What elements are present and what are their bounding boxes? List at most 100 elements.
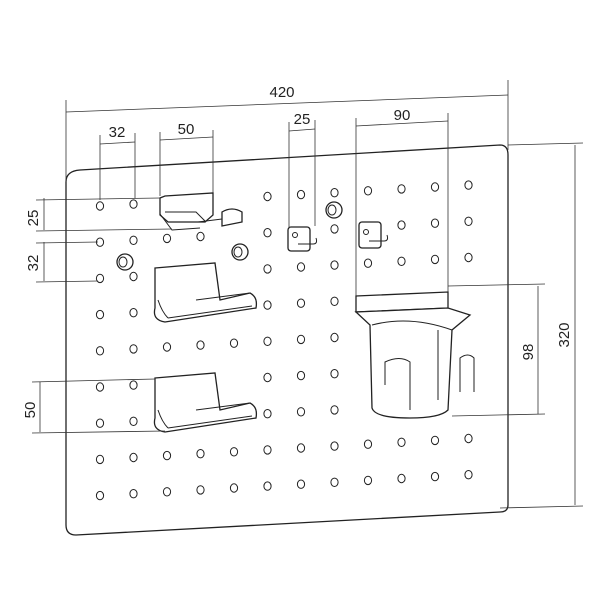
peg-hole bbox=[296, 370, 306, 381]
dimension-hook-spacing: 25 bbox=[288, 111, 316, 228]
peg-hole bbox=[296, 298, 306, 308]
peg-hole bbox=[430, 218, 440, 228]
peg-hole bbox=[363, 186, 373, 196]
peg-hole bbox=[263, 191, 272, 202]
dimension-shelf-height: 50 bbox=[22, 378, 166, 434]
hook-right bbox=[358, 221, 389, 249]
peg-hole bbox=[464, 216, 473, 227]
peg-hole bbox=[263, 409, 272, 419]
label-cup-width: 90 bbox=[394, 107, 411, 124]
peg-hole bbox=[95, 382, 105, 392]
peg-hole bbox=[95, 346, 105, 356]
peg-hole bbox=[162, 233, 172, 244]
peg-hole bbox=[397, 184, 406, 194]
peg-hole bbox=[330, 405, 339, 415]
peg-hole bbox=[95, 273, 105, 284]
label-hook-spacing: 25 bbox=[294, 111, 311, 128]
peg-hole bbox=[397, 256, 406, 266]
dimension-overall-height: 320 bbox=[499, 142, 584, 509]
peg-hole bbox=[129, 380, 138, 390]
peg-hole bbox=[296, 479, 306, 489]
dimension-cup-width: 90 bbox=[355, 107, 449, 296]
peg-hole bbox=[129, 235, 138, 246]
peg-hole bbox=[296, 189, 306, 200]
dimension-overall-width: 420 bbox=[65, 80, 509, 182]
peg-hole bbox=[263, 481, 272, 491]
dimension-hole-pitch-v: 32 bbox=[25, 241, 99, 283]
peg-hole bbox=[129, 344, 138, 354]
peg-hole bbox=[296, 262, 306, 272]
peg-hole bbox=[330, 369, 339, 379]
shelf-upper bbox=[153, 262, 258, 323]
peg-hole bbox=[263, 445, 272, 455]
cup-holder bbox=[354, 291, 475, 419]
peg-hole-grid bbox=[95, 180, 473, 501]
peg-hole bbox=[464, 433, 473, 444]
peg-hole bbox=[263, 300, 272, 310]
peg-hole bbox=[330, 441, 339, 451]
peg-hole bbox=[129, 452, 138, 463]
peg-hole bbox=[330, 477, 339, 487]
peg-hole bbox=[229, 483, 239, 493]
peg-hole bbox=[129, 416, 138, 426]
dimension-cup-height: 98 bbox=[447, 283, 546, 417]
peg-hole bbox=[95, 201, 105, 211]
peg-hole bbox=[229, 338, 239, 348]
peg-hole bbox=[397, 473, 406, 484]
peg-knob-1 bbox=[116, 253, 134, 271]
label-overall-width: 420 bbox=[269, 84, 294, 101]
peg-hole bbox=[196, 231, 205, 242]
peg-hole bbox=[263, 372, 272, 383]
peg-hole bbox=[330, 260, 339, 270]
peg-hole bbox=[263, 228, 272, 238]
peg-hole bbox=[196, 485, 205, 495]
label-overall-height: 320 bbox=[556, 322, 573, 347]
peg-hole bbox=[464, 180, 473, 190]
peg-hole bbox=[95, 454, 105, 465]
dimension-holder-height: 25 bbox=[25, 197, 173, 232]
peg-hole bbox=[129, 308, 138, 318]
peg-hole bbox=[330, 332, 339, 343]
pegboard-panel bbox=[65, 144, 509, 536]
label-hole-pitch-h: 32 bbox=[109, 124, 126, 141]
peg-hole bbox=[229, 447, 239, 457]
hook-left bbox=[287, 226, 318, 252]
label-hole-pitch-v: 32 bbox=[25, 255, 42, 272]
peg-hole bbox=[464, 470, 473, 480]
dimension-hole-pitch-h: 32 bbox=[99, 124, 136, 200]
peg-hole bbox=[263, 264, 272, 274]
label-shelf-height: 50 bbox=[22, 402, 39, 419]
dimension-shelf-width: 50 bbox=[159, 121, 214, 196]
peg-hole bbox=[263, 336, 272, 346]
peg-hole bbox=[296, 407, 306, 417]
label-shelf-width: 50 bbox=[178, 121, 195, 138]
peg-hole bbox=[162, 342, 172, 352]
peg-hole bbox=[430, 471, 440, 482]
peg-knob-3 bbox=[325, 201, 343, 219]
peg-hole bbox=[330, 224, 339, 234]
peg-hole bbox=[363, 475, 373, 486]
wire-holder-top bbox=[159, 192, 243, 231]
label-holder-height: 25 bbox=[25, 210, 42, 227]
peg-hole bbox=[363, 258, 373, 268]
peg-hole bbox=[129, 199, 138, 209]
peg-hole bbox=[430, 254, 440, 265]
peg-hole bbox=[430, 182, 440, 192]
label-cup-height: 98 bbox=[520, 344, 537, 361]
peg-hole bbox=[196, 449, 205, 459]
shelf-lower bbox=[153, 372, 258, 433]
peg-hole bbox=[129, 271, 138, 282]
peg-hole bbox=[330, 296, 339, 306]
peg-hole bbox=[430, 435, 440, 446]
peg-hole bbox=[162, 450, 172, 461]
peg-hole bbox=[330, 188, 339, 198]
peg-hole bbox=[95, 418, 105, 428]
peg-hole bbox=[95, 490, 105, 501]
peg-hole bbox=[129, 489, 138, 499]
peg-hole bbox=[95, 309, 105, 320]
peg-hole bbox=[397, 437, 406, 447]
peg-hole bbox=[397, 220, 406, 230]
peg-hole bbox=[296, 334, 306, 345]
